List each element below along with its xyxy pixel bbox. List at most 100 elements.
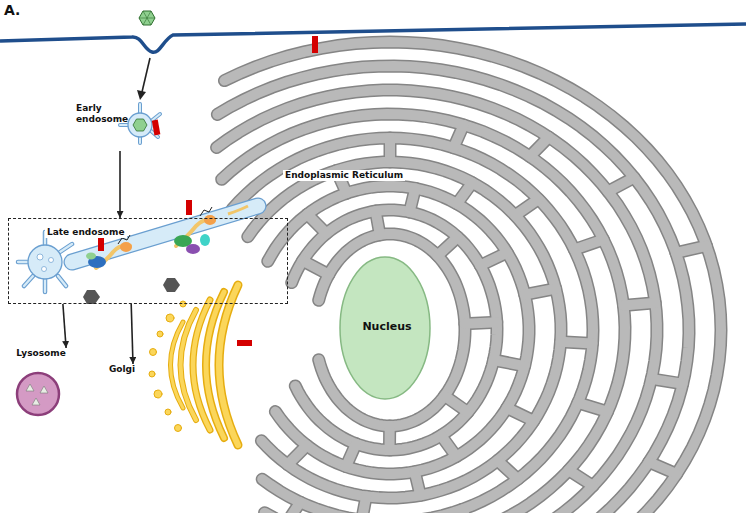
plasma-membrane: [0, 24, 746, 52]
illustration-part: [376, 211, 380, 235]
illustration-part: [149, 301, 186, 432]
illustration-part: [574, 240, 603, 250]
illustration-part: [362, 496, 367, 513]
illustration-part: [498, 461, 518, 480]
illustration-part: [649, 462, 677, 474]
illustration-part: [86, 253, 96, 260]
panel-letter: A.: [4, 2, 20, 18]
illustration-part: [307, 214, 326, 233]
er-tubes: [217, 42, 721, 513]
illustration-part: [149, 371, 155, 377]
illustration-part: [152, 120, 161, 136]
illustration-part: [578, 403, 608, 412]
illustration-part: [346, 444, 356, 467]
illustration-part: [222, 114, 625, 513]
illustration-part: [415, 472, 421, 496]
illustration-part: [457, 183, 472, 204]
illustration-part: [515, 199, 538, 215]
illustration-part: [171, 322, 184, 408]
illustration-part: [454, 125, 464, 148]
illustration-part: [384, 138, 397, 162]
illustration-part: [445, 396, 468, 412]
node-box: Late endosome: [8, 218, 288, 304]
illustration-part: [133, 119, 147, 131]
illustration-part: [288, 445, 307, 464]
illustration-part: [193, 300, 210, 430]
illustration-part: [28, 245, 62, 279]
illustration-part: [186, 244, 200, 254]
illustration-part: [248, 162, 561, 498]
illustration-part: [383, 426, 396, 450]
illustration-part: [445, 396, 468, 412]
illustration-part: [525, 289, 556, 295]
illustration-part: [165, 409, 171, 415]
organelle-label: Endoplasmic Reticulum: [283, 170, 405, 181]
illustration-part: [200, 207, 212, 216]
illustration-part: [217, 90, 657, 513]
illustration-part: [494, 360, 525, 366]
node-label: Early endosome: [76, 103, 126, 125]
virus-particle: [139, 11, 155, 25]
illustration-part: [157, 331, 163, 337]
illustration-part: [268, 186, 529, 474]
illustration-part: [346, 444, 356, 467]
illustration-part: [217, 66, 689, 513]
illustration-part: [268, 186, 529, 474]
illustration-part: [83, 290, 100, 304]
illustration-part: [204, 215, 216, 225]
illustration-part: [651, 379, 682, 384]
illustration-part: [438, 237, 458, 256]
illustration-part: [171, 322, 184, 408]
illustration-part: [37, 254, 43, 260]
illustration-part: [507, 408, 534, 421]
illustration-part: [225, 42, 722, 513]
illustration-part: [578, 403, 608, 412]
illustration-part: [569, 470, 593, 486]
illustration-part: [574, 240, 603, 250]
illustration-part: [608, 178, 634, 192]
illustration-part: [193, 300, 210, 430]
contact-site: [98, 36, 318, 346]
illustration-part: [217, 66, 689, 513]
golgi-apparatus: [149, 285, 238, 445]
illustration-part: [219, 285, 238, 445]
virus-particle: [139, 11, 155, 25]
illustration-part: [292, 210, 497, 450]
illustration-part: [312, 36, 318, 53]
illustration-part: [362, 496, 367, 513]
illustration-part: [498, 461, 518, 480]
node-box: Golgi: [100, 364, 144, 380]
node-label: Lysosome: [8, 348, 74, 359]
illustration-part: [237, 340, 252, 346]
illustration-part: [376, 211, 380, 235]
illustration-part: [385, 138, 395, 162]
illustration-part: [465, 322, 497, 324]
illustration-part: [608, 178, 634, 192]
illustration-part: [228, 206, 248, 214]
illustration-part: [454, 125, 464, 148]
illustration-part: [163, 278, 180, 292]
illustration-part: [651, 379, 682, 384]
illustration-part: [569, 470, 593, 486]
illustration-part: [222, 114, 625, 513]
illustration-part: [248, 162, 561, 498]
illustration-part: [303, 261, 329, 275]
node-label: Golgi: [100, 364, 144, 375]
illustration-part: [32, 398, 40, 405]
node-label: Nucleus: [339, 320, 435, 334]
illustration-part: [515, 199, 538, 215]
illustration-part: [465, 322, 497, 324]
illustration-part: [303, 261, 329, 275]
illustration-part: [232, 138, 593, 513]
illustration-part: [480, 253, 507, 266]
illustration-part: [385, 426, 395, 450]
trafficking-arrow: [131, 304, 133, 364]
illustration-part: [462, 510, 473, 513]
illustration-part: [232, 138, 593, 513]
illustration-part: [17, 373, 59, 415]
illustration-part: [415, 472, 421, 496]
illustration-part: [26, 384, 34, 391]
illustration-part: [286, 502, 300, 513]
illustration-part: [206, 292, 224, 438]
illustration-part: [494, 360, 525, 366]
